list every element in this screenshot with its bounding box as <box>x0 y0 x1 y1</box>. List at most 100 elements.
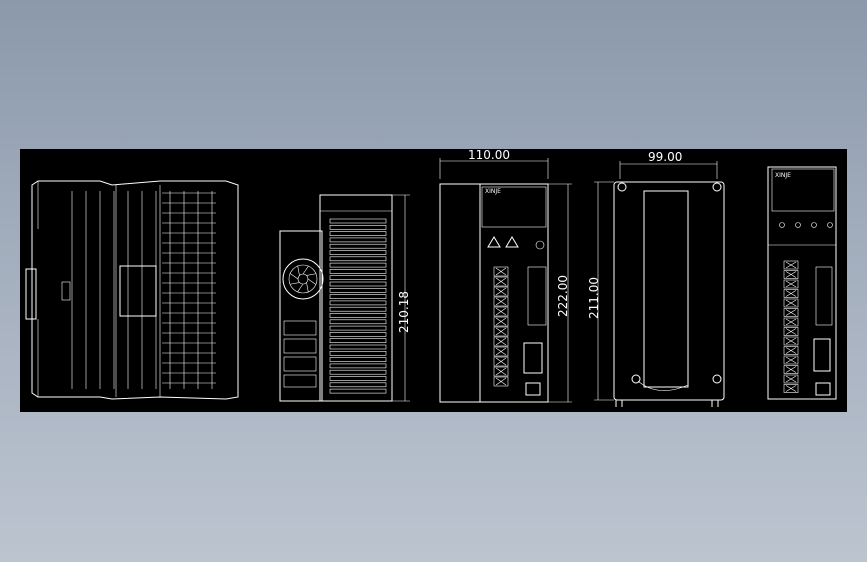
terminal <box>783 384 799 393</box>
terminal-screw <box>785 356 797 364</box>
rear-width-dimension: 99.00 <box>648 150 682 164</box>
terminal <box>783 355 799 365</box>
side-row <box>329 225 387 230</box>
terminal <box>783 279 799 289</box>
terminal <box>493 376 509 387</box>
side-row <box>329 231 387 236</box>
terminal <box>783 365 799 374</box>
terminal <box>783 374 799 384</box>
terminal-screw <box>495 287 507 296</box>
terminal <box>493 306 509 317</box>
side-row <box>329 288 387 293</box>
side-row <box>329 319 387 325</box>
front-view: XINJE 110.00 222.00 <box>439 149 572 403</box>
side-row <box>329 218 387 224</box>
side-row <box>329 338 387 343</box>
fan-blade <box>297 265 300 276</box>
side-row <box>329 306 387 312</box>
terminal <box>783 346 799 355</box>
terminal-screw <box>785 271 797 278</box>
terminal <box>493 286 509 297</box>
side-row <box>329 243 387 249</box>
terminal <box>493 336 509 347</box>
fan-blade <box>306 282 309 293</box>
terminal <box>783 317 799 327</box>
terminal <box>783 289 799 298</box>
led-indicator <box>795 222 801 228</box>
terminal-screw <box>495 317 507 326</box>
terminal-screw <box>785 328 797 335</box>
fan-blade <box>302 265 309 275</box>
side-row <box>329 357 387 362</box>
side-row <box>329 325 387 331</box>
terminal <box>493 326 509 337</box>
terminal-screw <box>495 347 507 356</box>
side-row <box>329 256 387 262</box>
fan-blade <box>289 273 299 280</box>
side-row <box>329 250 387 255</box>
terminal-screw <box>785 366 797 373</box>
fan-blade <box>297 283 304 293</box>
top-view <box>25 180 239 400</box>
side-row <box>329 262 387 268</box>
terminal-screw <box>495 277 507 286</box>
terminal-screw <box>495 297 507 306</box>
front-view-small: XINJE <box>767 166 837 400</box>
led-indicator <box>779 222 785 228</box>
fan-blade <box>306 273 317 276</box>
side-row <box>329 376 387 381</box>
terminal <box>493 296 509 307</box>
side-row <box>329 281 387 287</box>
terminal <box>783 336 799 346</box>
terminal <box>783 270 799 279</box>
side-row <box>329 388 387 394</box>
terminal <box>493 356 509 367</box>
terminal <box>493 366 509 377</box>
rear-view: 99.00 211.00 <box>587 150 725 407</box>
side-row <box>329 313 387 318</box>
terminal <box>783 308 799 317</box>
terminal <box>493 266 509 277</box>
terminal-screw <box>785 337 797 345</box>
terminal-screw <box>785 347 797 354</box>
side-row <box>329 363 387 369</box>
fan-blade <box>289 282 300 285</box>
led-indicator <box>811 222 817 228</box>
terminal <box>783 260 799 270</box>
side-row <box>329 332 387 337</box>
terminal <box>493 276 509 287</box>
fan-blade <box>307 278 317 285</box>
side-row <box>329 351 387 356</box>
terminal-screw <box>495 367 507 376</box>
side-row <box>329 294 387 299</box>
side-view: 210.18 <box>279 194 411 402</box>
cad-drawing-panel: 210.18 XINJE 110.00 222.00 99 <box>20 149 847 412</box>
terminal-screw <box>495 327 507 336</box>
side-row <box>329 275 387 280</box>
side-row <box>329 269 387 274</box>
front-height-dimension: 222.00 <box>556 275 570 317</box>
side-dimension-label: 210.18 <box>397 291 411 333</box>
small-front-brand-label: XINJE <box>775 172 791 179</box>
terminal-screw <box>785 309 797 316</box>
front-brand-label: XINJE <box>485 188 501 195</box>
side-row <box>329 300 387 306</box>
terminal <box>493 316 509 327</box>
terminal-screw <box>785 318 797 326</box>
terminal-screw <box>785 299 797 307</box>
side-row <box>329 382 387 388</box>
terminal-screw <box>495 357 507 366</box>
side-row <box>329 344 387 350</box>
terminal <box>493 346 509 357</box>
terminal-screw <box>495 307 507 316</box>
terminal-screw <box>495 337 507 346</box>
terminal-screw <box>785 290 797 297</box>
terminal-screw <box>785 280 797 288</box>
terminal <box>783 327 799 336</box>
terminal-screw <box>785 375 797 383</box>
led-indicator <box>827 222 833 228</box>
side-row <box>329 369 387 375</box>
terminal-screw <box>785 261 797 269</box>
side-row <box>329 237 387 243</box>
terminal-screw <box>785 385 797 392</box>
